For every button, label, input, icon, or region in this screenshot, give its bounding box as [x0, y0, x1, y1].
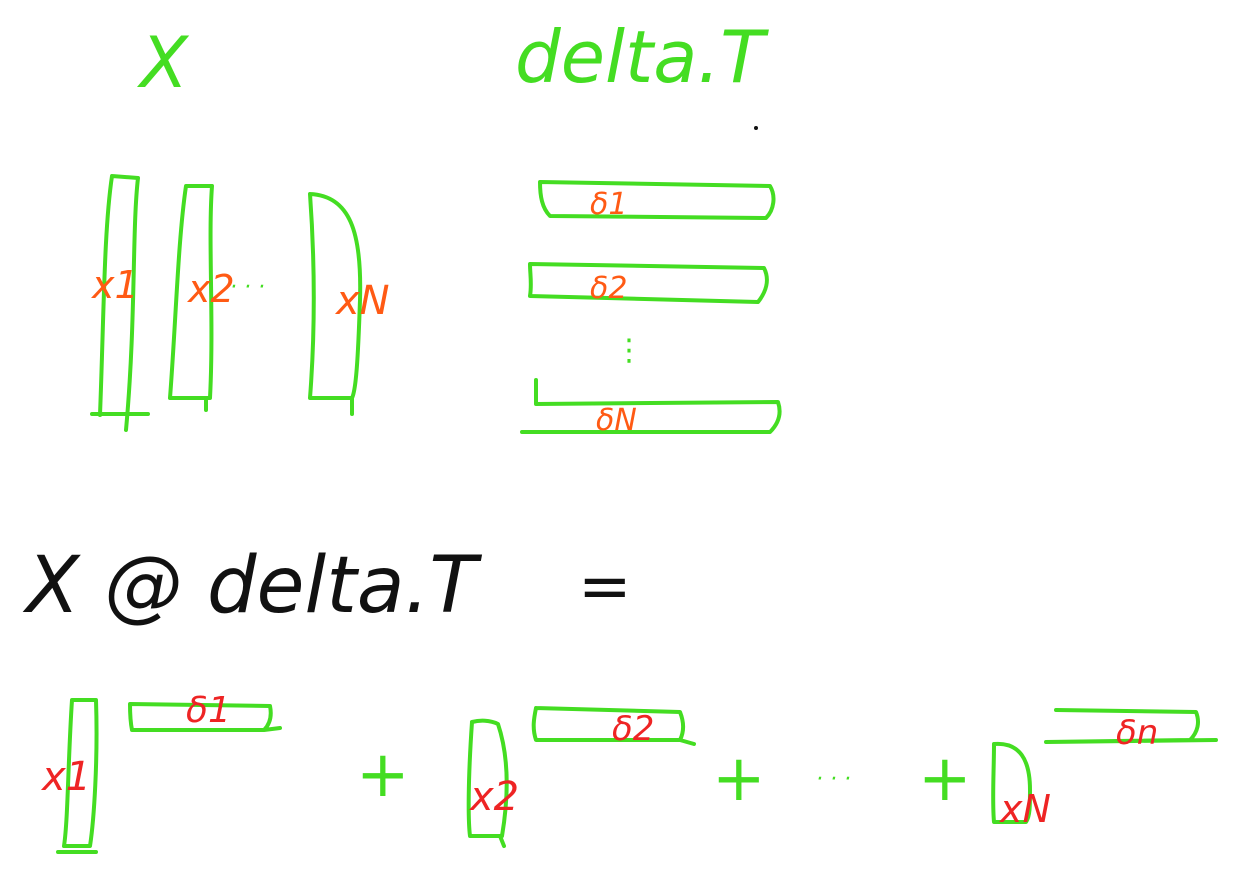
delta-transpose-title: delta.T: [515, 15, 769, 99]
outer-product-term-2: x2 δ2: [466, 706, 696, 848]
outer-product-term-n: xN δn: [991, 708, 1218, 831]
plus-sign-1: +: [356, 738, 410, 812]
delta-row-1: δ1: [538, 180, 776, 222]
delta-row-n-label: δN: [596, 403, 637, 438]
sum-ellipsis: · · ·: [816, 767, 851, 792]
x-columns-ellipsis: · · ·: [230, 275, 265, 300]
equation-lhs: X @ delta.T: [22, 541, 482, 631]
delta-row-1-label: δ1: [590, 187, 627, 222]
x-column-n-label: xN: [334, 278, 390, 324]
delta-rows-ellipsis: ⋮: [614, 333, 644, 368]
x-matrix-title: X: [136, 22, 190, 104]
term-n-delta-label: δn: [1116, 713, 1158, 753]
plus-sign-2: +: [712, 742, 766, 816]
term-1-delta-label: δ1: [186, 690, 231, 731]
x-column-2: x2: [168, 184, 235, 412]
x-column-1-label: x1: [91, 263, 139, 307]
delta-row-n: δN: [520, 378, 782, 438]
outer-product-term-1: x1 δ1: [40, 690, 282, 854]
delta-row-2-label: δ2: [590, 271, 627, 306]
plus-sign-3: +: [918, 742, 972, 816]
stray-dot: [754, 126, 758, 130]
equals-sign: =: [578, 550, 632, 624]
delta-row-2: δ2: [528, 262, 769, 306]
term-1-x-label: x1: [40, 754, 91, 800]
term-2-delta-label: δ2: [612, 709, 654, 749]
term-2-x-label: x2: [468, 774, 519, 820]
x-column-2-label: x2: [187, 267, 235, 311]
x-column-1: x1: [90, 174, 150, 432]
x-column-n: xN: [308, 192, 390, 416]
x-matrix: x1 x2 · · · xN: [90, 174, 390, 432]
delta-matrix: δ1 δ2 ⋮ δN: [520, 180, 782, 438]
term-n-x-label: xN: [999, 787, 1051, 831]
